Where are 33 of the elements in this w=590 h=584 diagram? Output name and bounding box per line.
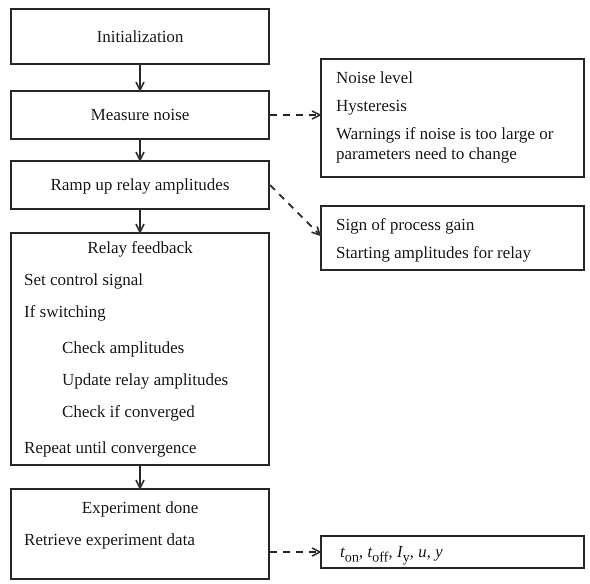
arrow [135,466,145,489]
step-text: Set control signal [24,270,143,290]
dashed-arrow [270,110,321,120]
step-text: If switching [24,302,106,322]
process-box [10,90,270,140]
step-text: Noise level [336,68,413,88]
step-title: Relay feedback [86,238,194,258]
step-text: Hysteresis [336,96,407,116]
output-box [320,535,585,569]
step-text: Starting amplitudes for relay [336,243,531,263]
step-text: Warnings if noise is too large or parameters need to change [336,124,554,164]
step-text: Repeat until convergence [24,438,196,458]
step-text: Sign of process gain [336,215,474,235]
step-text: Retrieve experiment data [24,530,195,550]
step-text: Check if converged [62,402,195,422]
output-box [320,58,585,178]
process-box [10,488,270,580]
dashed-arrow [270,547,321,557]
arrow [135,140,145,161]
step-text: Check amplitudes [62,338,184,358]
output-box [320,205,585,271]
process-box [10,232,270,466]
step-title: Measure noise [90,105,190,125]
dashed-arrow [269,184,321,236]
process-box [10,8,270,65]
step-title: Ramp up relay amplitudes [50,175,230,195]
arrow [135,65,145,91]
step-text: Update relay amplitudes [62,370,228,390]
arrow [135,210,145,233]
step-title: Initialization [96,26,184,46]
step-text: t$_{on}$, t$_{off}$, I$_{y}$, u, y [340,542,443,568]
step-title: Experiment done [80,498,200,518]
process-box [10,160,270,210]
